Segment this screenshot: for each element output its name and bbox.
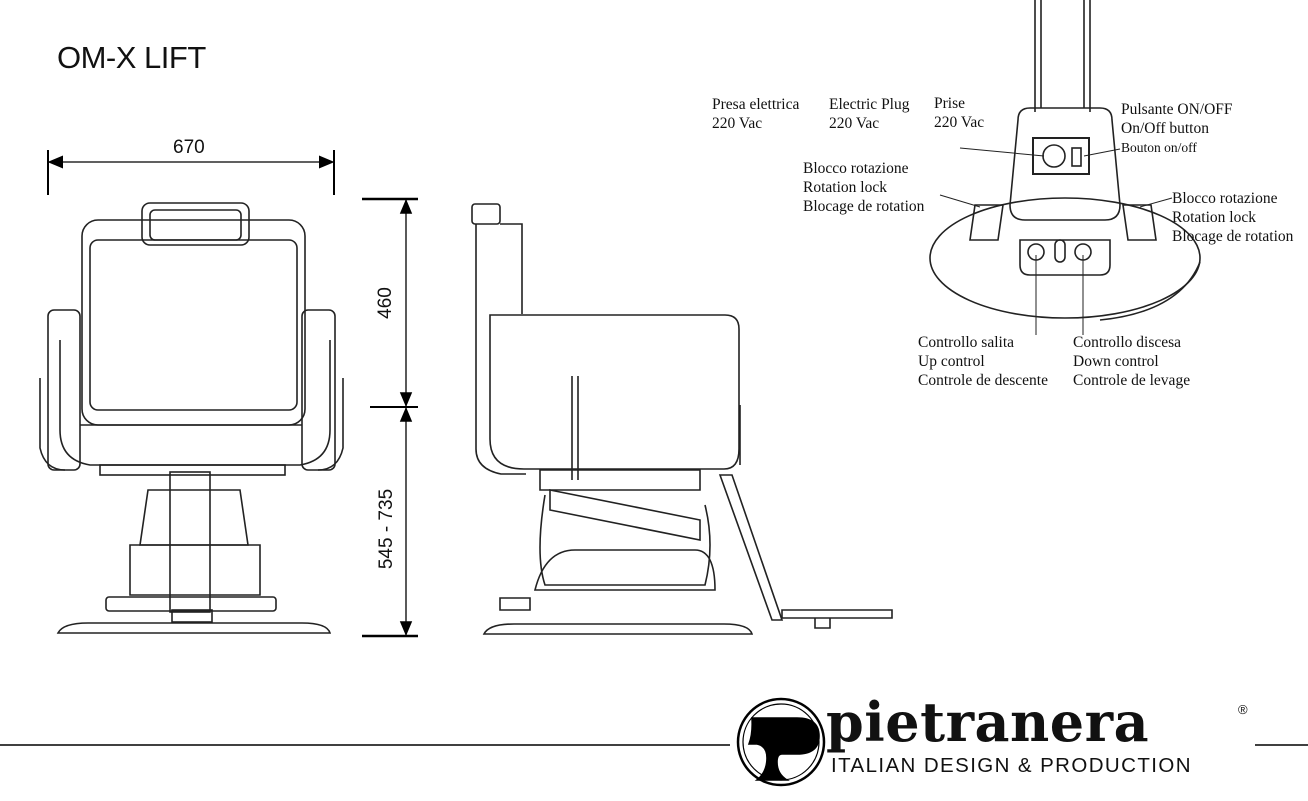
brand-name: pietranera xyxy=(826,690,1150,754)
back-height-label: 460 xyxy=(374,287,396,319)
width-dimension-line xyxy=(47,150,335,195)
front-view-chair xyxy=(39,202,344,634)
height-dimension-line xyxy=(362,197,418,638)
width-dimension-label: 670 xyxy=(173,137,205,158)
pietranera-logo-mark xyxy=(736,697,826,787)
seat-height-label: 545 - 735 xyxy=(376,488,398,570)
registered-mark: ® xyxy=(1238,702,1248,717)
side-view-chair xyxy=(471,203,893,635)
page-title: OM-X LIFT xyxy=(57,40,206,75)
base-detail-drawing xyxy=(929,0,1201,335)
brand-tagline: ITALIAN DESIGN & PRODUCTION xyxy=(831,754,1192,777)
